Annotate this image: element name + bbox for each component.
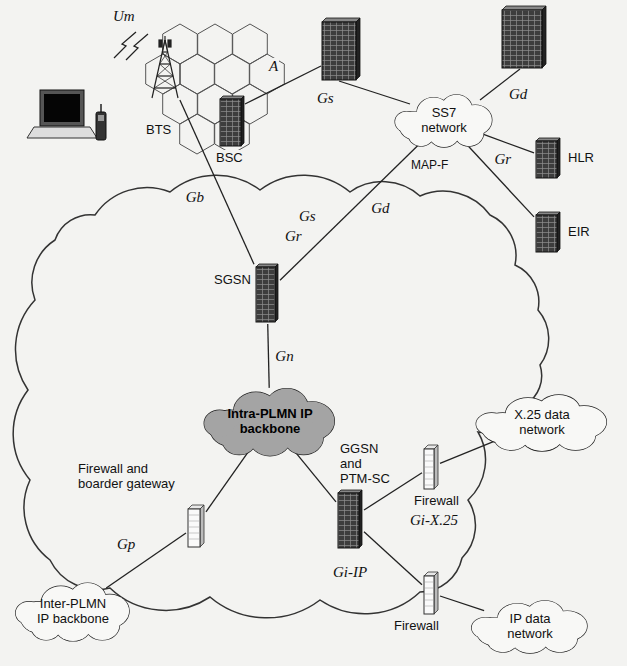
node-label: GGSN and PTM-SC <box>338 441 398 486</box>
laptop-terminal <box>27 90 97 138</box>
network-name: Inter-PLMN IP backbone <box>35 596 111 626</box>
mobile-phone <box>96 104 106 140</box>
node-label: BTS <box>144 122 173 137</box>
signalling-lines <box>245 66 520 104</box>
gprs-network-cloud <box>13 175 549 618</box>
interface-label: Gn <box>274 348 294 364</box>
interface-label: Gi-IP <box>332 564 368 580</box>
firewall-icon <box>424 445 438 489</box>
network-server: SGSN <box>256 264 278 322</box>
interface-label: Um <box>112 8 136 24</box>
interface-line <box>206 452 248 512</box>
interface-label: Gr <box>284 228 303 244</box>
network-name: IP data network <box>495 611 565 641</box>
node-label: Firewall <box>412 493 461 508</box>
server-icon <box>536 138 560 178</box>
firewall: Firewall and boarder gateway <box>188 505 204 547</box>
cloud-text: X.25 data network <box>502 407 582 437</box>
server-icon <box>338 490 362 548</box>
interface-label: Gs <box>298 208 317 224</box>
protocol-label: MAP-F <box>410 158 449 172</box>
interface-line <box>465 143 534 217</box>
firewall-icon <box>424 572 438 614</box>
node-label: SGSN <box>212 272 253 287</box>
interface-line <box>440 596 484 611</box>
msc-server <box>322 18 360 80</box>
network-name: SS7 network <box>413 105 475 135</box>
node-label: EIR <box>566 224 592 239</box>
network-name: Intra-PLMN IP backbone <box>222 406 318 436</box>
network-cloud: Inter-PLMN IP backbone <box>12 580 134 642</box>
node-label: HLR <box>566 150 596 165</box>
interface-label: Gr <box>493 151 512 167</box>
firewall: Firewall <box>424 572 438 614</box>
gmsc-server <box>502 6 546 68</box>
interface-line <box>440 441 495 463</box>
radio-link <box>114 32 148 60</box>
interface-label: Gd <box>508 86 528 102</box>
cloud-text: IP data network <box>495 611 565 641</box>
interface-label: Gs <box>316 90 335 106</box>
network-server: EIR <box>536 212 560 252</box>
firewall: Firewall <box>424 445 438 489</box>
cloud-text: SS7 network <box>413 105 475 135</box>
server-icon <box>220 96 244 146</box>
interface-label: A <box>268 58 279 74</box>
cloud-text: Inter-PLMN IP backbone <box>35 596 111 626</box>
interface-label: Gp <box>116 536 136 552</box>
cloud-text: Intra-PLMN IP backbone <box>222 406 318 436</box>
network-cloud: SS7 network <box>392 92 496 148</box>
node-label: Firewall <box>392 618 441 633</box>
network-name: X.25 data network <box>502 407 582 437</box>
interface-line <box>106 533 186 588</box>
server-icon <box>256 264 278 322</box>
node-label: Firewall and boarder gateway <box>76 461 188 491</box>
bts-tower: BTS <box>150 36 180 98</box>
interface-line <box>364 532 422 585</box>
interface-line <box>280 143 421 281</box>
interface-line <box>268 324 269 388</box>
firewall-icon <box>188 505 204 547</box>
interface-label: Gi-X.25 <box>409 512 459 528</box>
tower-icon <box>150 36 180 98</box>
interface-label: Gb <box>185 189 205 205</box>
network-server: HLR <box>536 138 560 178</box>
interface-line <box>295 452 336 502</box>
network-server: BSC <box>220 96 244 146</box>
network-server: GGSN and PTM-SC <box>338 490 362 548</box>
network-cloud: X.25 data network <box>472 392 612 452</box>
server-icon <box>536 212 560 252</box>
interface-label: Gd <box>370 200 390 216</box>
node-label: BSC <box>214 150 245 165</box>
network-cloud: Intra-PLMN IP backbone <box>200 385 340 457</box>
network-cloud: IP data network <box>468 598 592 654</box>
